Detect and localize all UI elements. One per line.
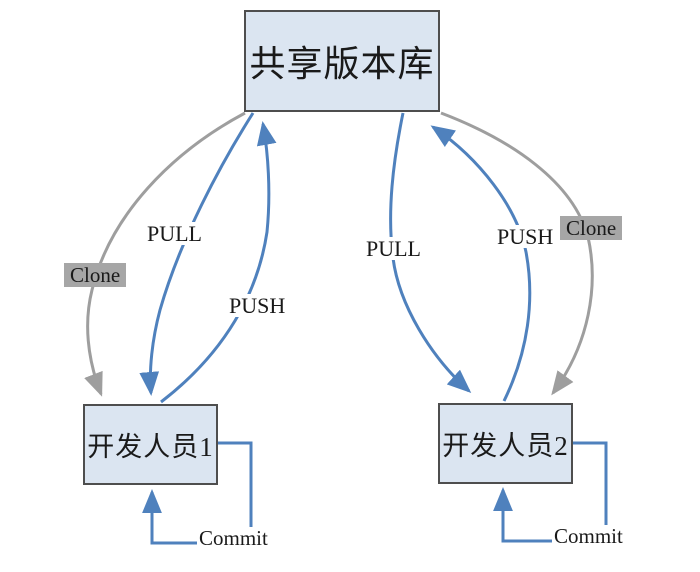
clone-left-label: Clone <box>64 263 127 288</box>
clone-left-arrow <box>84 111 246 397</box>
clone-right-label: Clone <box>560 216 623 241</box>
node-developer-2: 开发人员2 <box>438 403 573 484</box>
developer-2-label: 开发人员2 <box>442 431 569 461</box>
push-left-label: PUSH <box>227 293 288 318</box>
node-shared-repository: 共享版本库 <box>244 10 440 112</box>
pull-right-label: PULL <box>364 236 423 261</box>
push-right-arrow <box>430 125 532 402</box>
push-left-arrow <box>160 121 277 404</box>
clone-right-arrow <box>440 111 594 396</box>
shared-repository-label: 共享版本库 <box>249 44 435 84</box>
pull-left-arrow <box>139 112 255 396</box>
pull-left-label: PULL <box>145 221 204 246</box>
node-developer-1: 开发人员1 <box>83 404 218 485</box>
commit-right-label: Commit <box>552 524 625 548</box>
developer-1-label: 开发人员1 <box>87 432 214 462</box>
commit-left-label: Commit <box>197 526 270 550</box>
push-right-label: PUSH <box>495 224 556 249</box>
